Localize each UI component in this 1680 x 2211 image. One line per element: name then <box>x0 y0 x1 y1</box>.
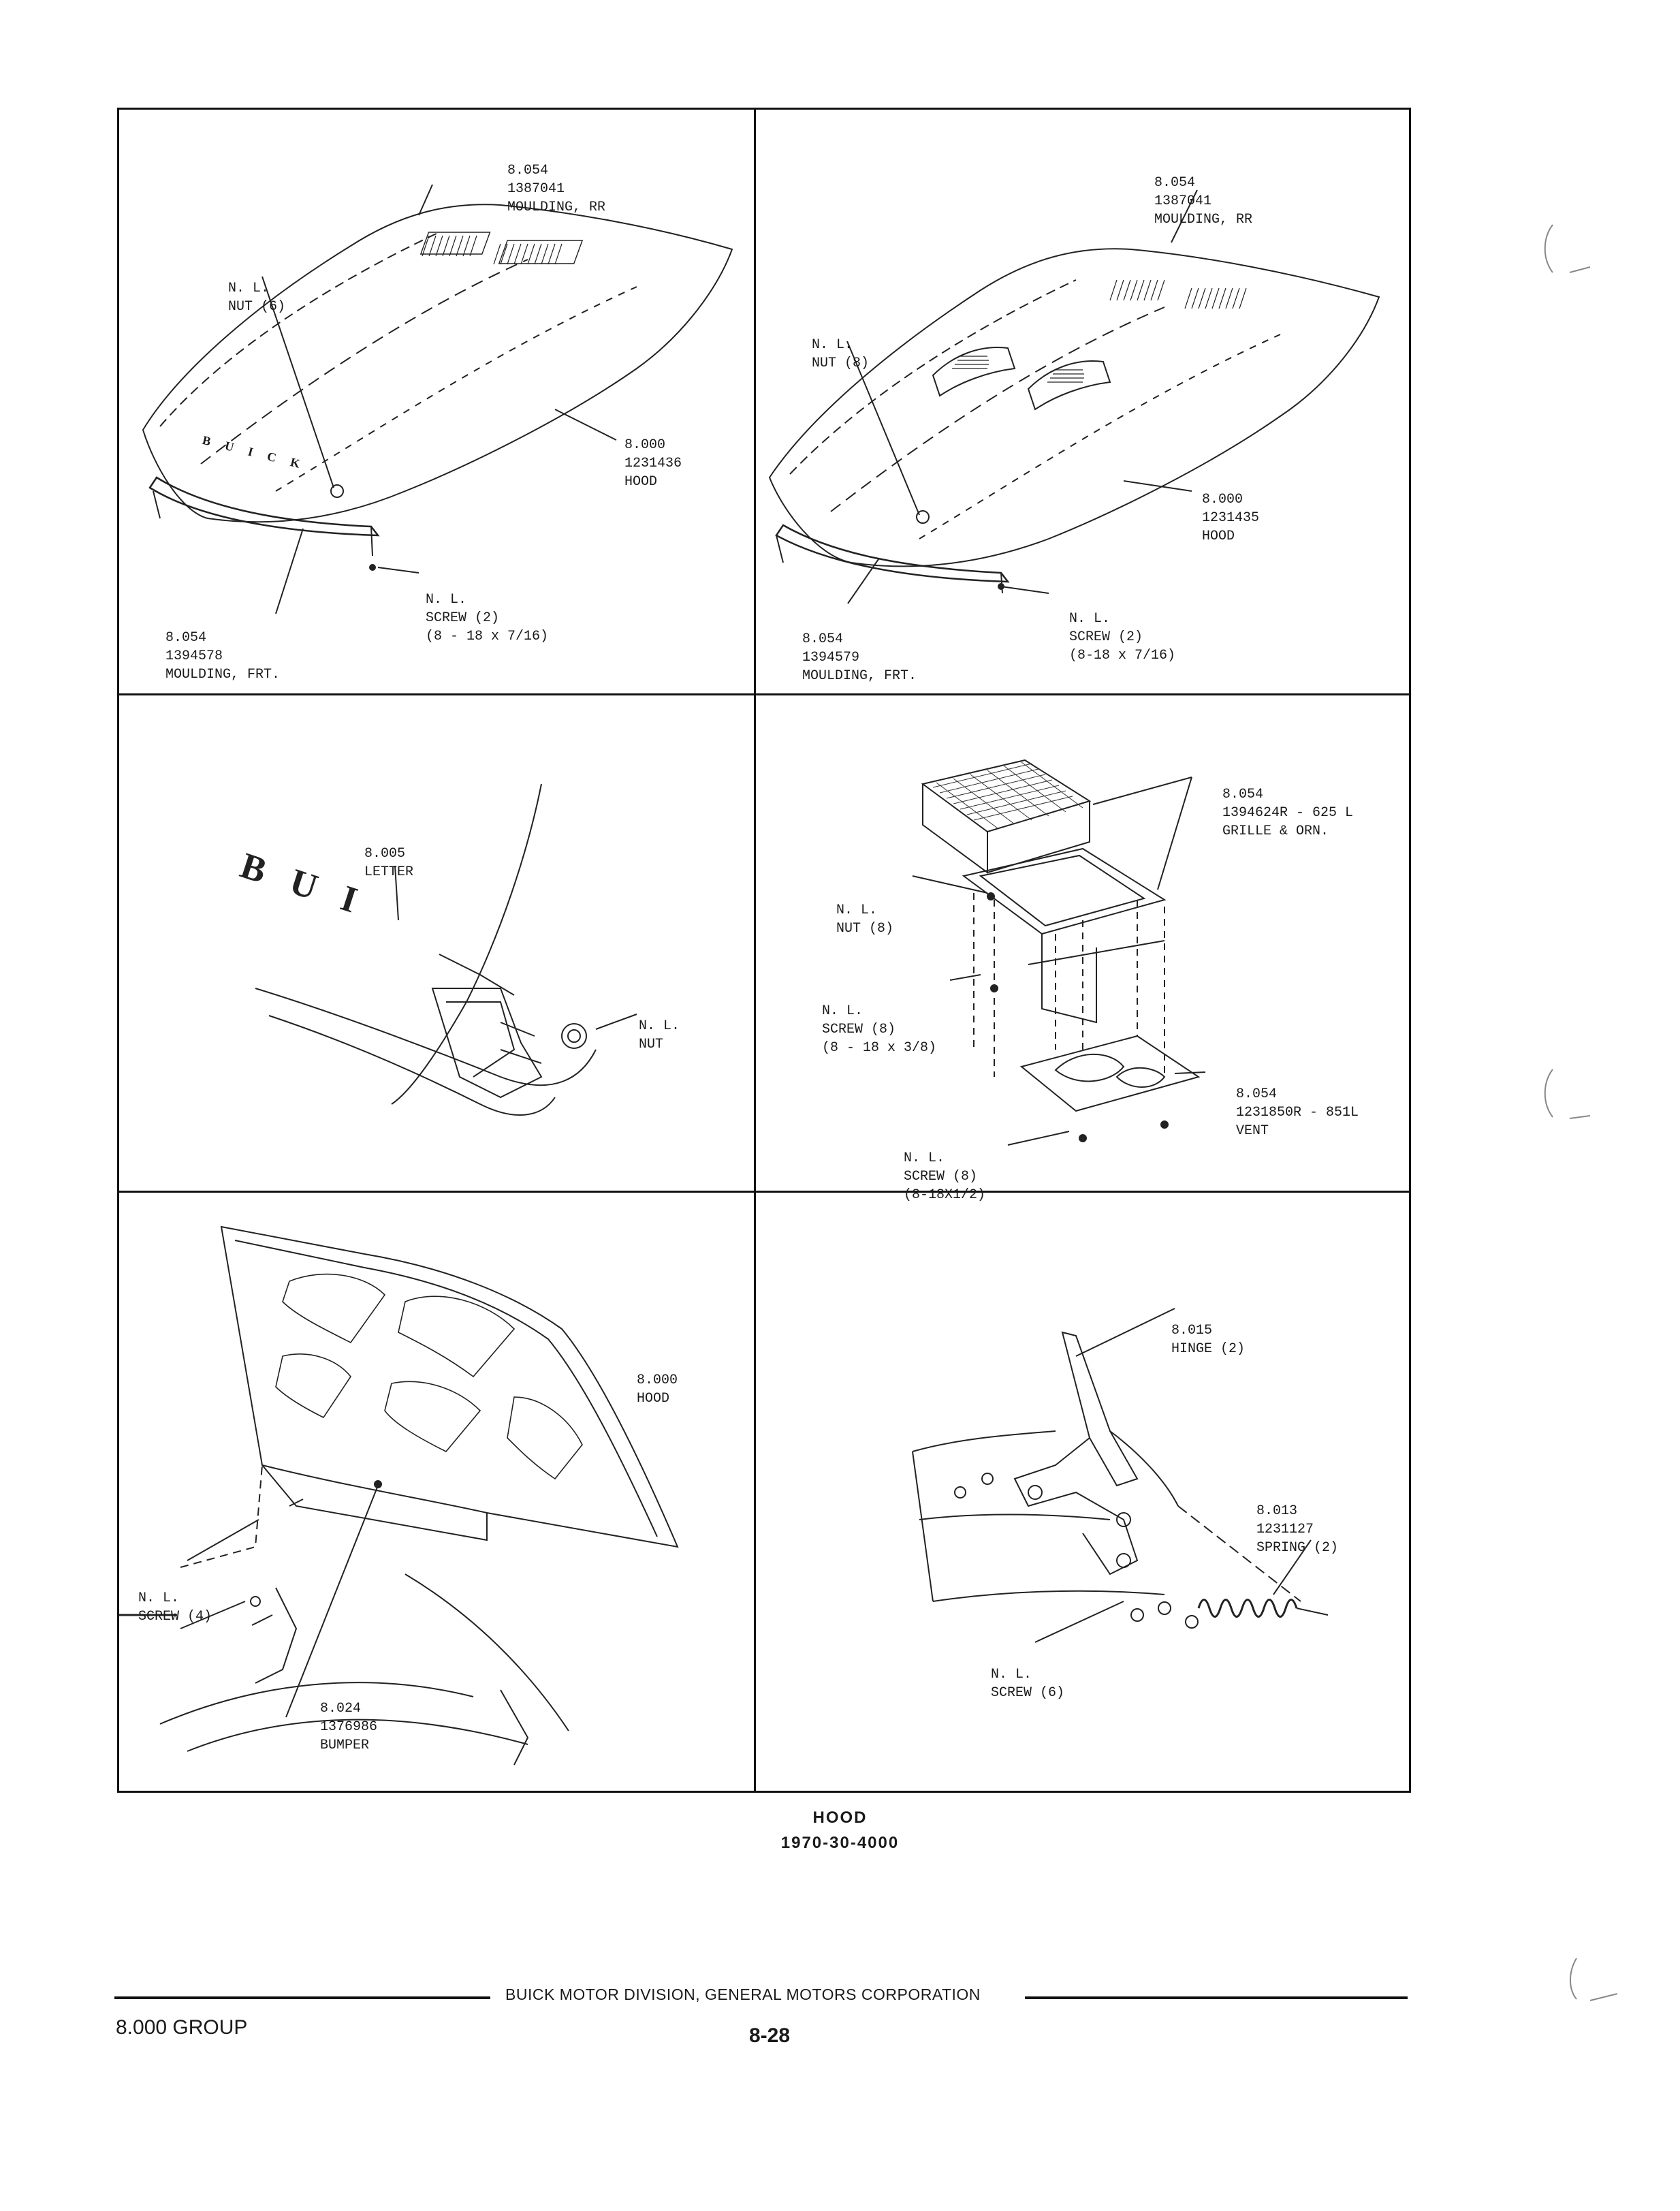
callout-screw: N. L.SCREW (6) <box>991 1667 1065 1701</box>
footer-page-number: 8-28 <box>749 2024 791 2047</box>
binder-hole-mark-1 <box>1544 224 1591 273</box>
callout-screw-upper: N. L.SCREW (8)(8 - 18 x 3/8) <box>822 1003 937 1056</box>
footer-rule-right <box>1025 1996 1408 1999</box>
hinge-spring-illustration <box>912 1308 1329 1643</box>
panel-divider-horizontal-1 <box>117 693 1411 695</box>
hood-standard-illustration <box>142 184 733 614</box>
diagram-frame <box>117 108 1411 1793</box>
callout-nut: N. L.NUT (8) <box>812 337 870 371</box>
footer-group: 8.000 GROUP <box>116 2016 248 2039</box>
figure-code: 1970-30-4000 <box>780 1834 900 1852</box>
panel-divider-horizontal-2 <box>117 1191 1411 1193</box>
hood-open-illustration <box>119 1225 679 1766</box>
callout-nut: N. L.NUT (8) <box>836 903 894 937</box>
binder-hole-mark-2 <box>1544 1069 1591 1119</box>
panel-divider-vertical <box>754 108 756 1793</box>
callout-nut: N. L.NUT <box>639 1018 680 1052</box>
footer-rule-left <box>114 1996 490 1999</box>
callout-screw: N. L.SCREW (2)(8 - 18 x 7/16) <box>426 592 549 644</box>
callout-screw-lower: N. L.SCREW (8)(8-18X1/2) <box>904 1150 986 1203</box>
figure-title: HOOD <box>812 1808 868 1827</box>
hood-scoops-illustration <box>768 189 1380 604</box>
grille-vent-illustration <box>912 759 1206 1146</box>
callout-screw: N. L.SCREW (4) <box>138 1590 212 1625</box>
emblem-letters-illustration <box>255 783 637 1116</box>
callout-nut: N. L.NUT (6) <box>228 281 286 315</box>
binder-hole-mark-3 <box>1570 1958 1618 2001</box>
callout-screw: N. L.SCREW (2)(8-18 x 7/16) <box>1069 611 1176 663</box>
footer-division: BUICK MOTOR DIVISION, GENERAL MOTORS COR… <box>505 1986 981 2003</box>
